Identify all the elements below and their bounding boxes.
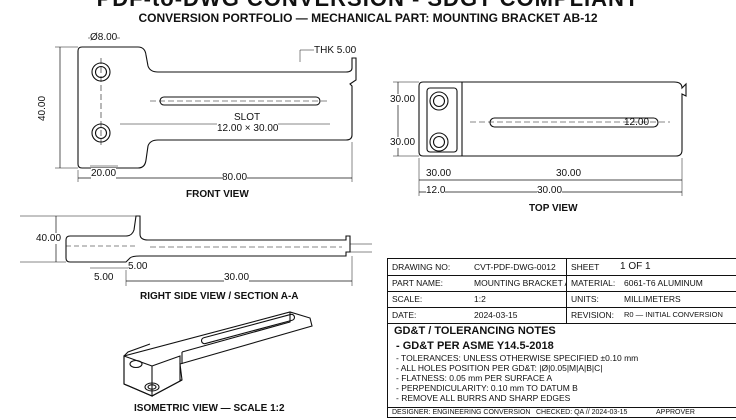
top-upper-dim: 30.00 (390, 94, 416, 105)
front-hole-dia-dim: Ø8.00 (90, 32, 118, 43)
front-slot-label: SLOT (234, 112, 261, 123)
page-title: PDF-to-DWG CONVERSION - SDGT COMPLIANT (0, 0, 736, 12)
tb-approver: APPROVER (656, 409, 695, 416)
front-length-dim: 80.00 (222, 172, 248, 183)
tb-row-part: PART NAME: MOUNTING BRACKET AB-12 MATERI… (388, 275, 736, 292)
side-offset2-dim: 5.00 (94, 272, 114, 283)
side-view-geometry (20, 215, 372, 286)
top-view-geometry (393, 81, 687, 196)
front-height-dim: 40.00 (37, 95, 49, 122)
top-view-label: TOP VIEW (529, 203, 578, 214)
iso-view-geometry (123, 311, 313, 397)
front-thk-dim: THK 5.00 (314, 45, 357, 56)
tb-designer: DESIGNER: ENGINEERING CONVERSION (392, 409, 531, 416)
tb-revision-label: REVISION: (566, 307, 620, 323)
side-view-label: RIGHT SIDE VIEW / SECTION A-A (140, 291, 299, 302)
tb-date-label: DATE: (392, 310, 417, 320)
tb-drawing-no-label: DRAWING NO: (392, 262, 451, 272)
tb-row-drawing-no: DRAWING NO: CVT-PDF-DWG-0012 SHEET 1 OF … (388, 259, 736, 276)
front-view-geometry (55, 37, 357, 182)
tb-scale: 1:2 (474, 294, 486, 304)
side-offset-dim: 5.00 (128, 261, 148, 272)
top-bottom-span2-dim: 30.00 (537, 185, 563, 196)
iso-view-label: ISOMETRIC VIEW — SCALE 1:2 (134, 403, 285, 414)
top-bottom-left2-dim: 12.0 (426, 185, 446, 196)
top-slot-dim: 12.00 (624, 117, 650, 128)
tb-part-name-label: PART NAME: (392, 278, 444, 288)
tb-material-label: MATERIAL: (566, 275, 620, 291)
tb-units-label: UNITS: (566, 291, 620, 307)
tb-row-scale: SCALE: 1:2 UNITS: MILLIMETERS (388, 291, 736, 308)
note-line: - REMOVE ALL BURRS AND SHARP EDGES (396, 393, 571, 403)
tb-units: MILLIMETERS (624, 294, 681, 304)
tb-scale-label: SCALE: (392, 294, 423, 304)
tb-material: 6061-T6 ALUMINUM (624, 278, 703, 288)
top-lower-dim: 30.00 (390, 137, 416, 148)
tb-footer: DESIGNER: ENGINEERING CONVERSION CHECKED… (388, 407, 736, 420)
tb-drawing-no: CVT-PDF-DWG-0012 (474, 262, 556, 272)
notes-title: GD&T / TOLERANCING NOTES (394, 325, 556, 337)
side-height-dim: 40.00 (36, 233, 62, 244)
page-subtitle: CONVERSION PORTFOLIO — MECHANICAL PART: … (138, 11, 598, 25)
top-bottom-left-dim: 30.00 (426, 168, 452, 179)
title-block: DRAWING NO: CVT-PDF-DWG-0012 SHEET 1 OF … (387, 258, 736, 418)
notes-standard: - GD&T PER ASME Y14.5-2018 (396, 340, 554, 352)
note-line: - FLATNESS: 0.05 mm PER SURFACE A (396, 373, 553, 383)
tb-checker: CHECKED: QA // 2024-03-15 (536, 409, 628, 416)
side-length-dim: 30.00 (224, 272, 250, 283)
tb-sheet-label: SHEET (566, 259, 616, 275)
tb-row-date: DATE: 2024-03-15 REVISION: R0 — INITIAL … (388, 307, 736, 324)
front-offset-dim: 20.00 (91, 168, 117, 179)
front-slot-size-dim: 12.00 × 30.00 (217, 123, 279, 134)
note-line: - TOLERANCES: UNLESS OTHERWISE SPECIFIED… (396, 353, 639, 363)
front-view-label: FRONT VIEW (186, 189, 249, 200)
top-bottom-span-dim: 30.00 (556, 168, 582, 179)
note-line: - PERPENDICULARITY: 0.10 mm TO DATUM B (396, 383, 578, 393)
note-line: - ALL HOLES POSITION PER GD&T: |Ø|0.05|M… (396, 363, 603, 373)
tb-revision: R0 — INITIAL CONVERSION (624, 310, 723, 319)
tb-part-name: MOUNTING BRACKET AB-12 (474, 278, 566, 288)
tb-sheet: 1 OF 1 (620, 261, 651, 272)
tb-date: 2024-03-15 (474, 310, 518, 320)
